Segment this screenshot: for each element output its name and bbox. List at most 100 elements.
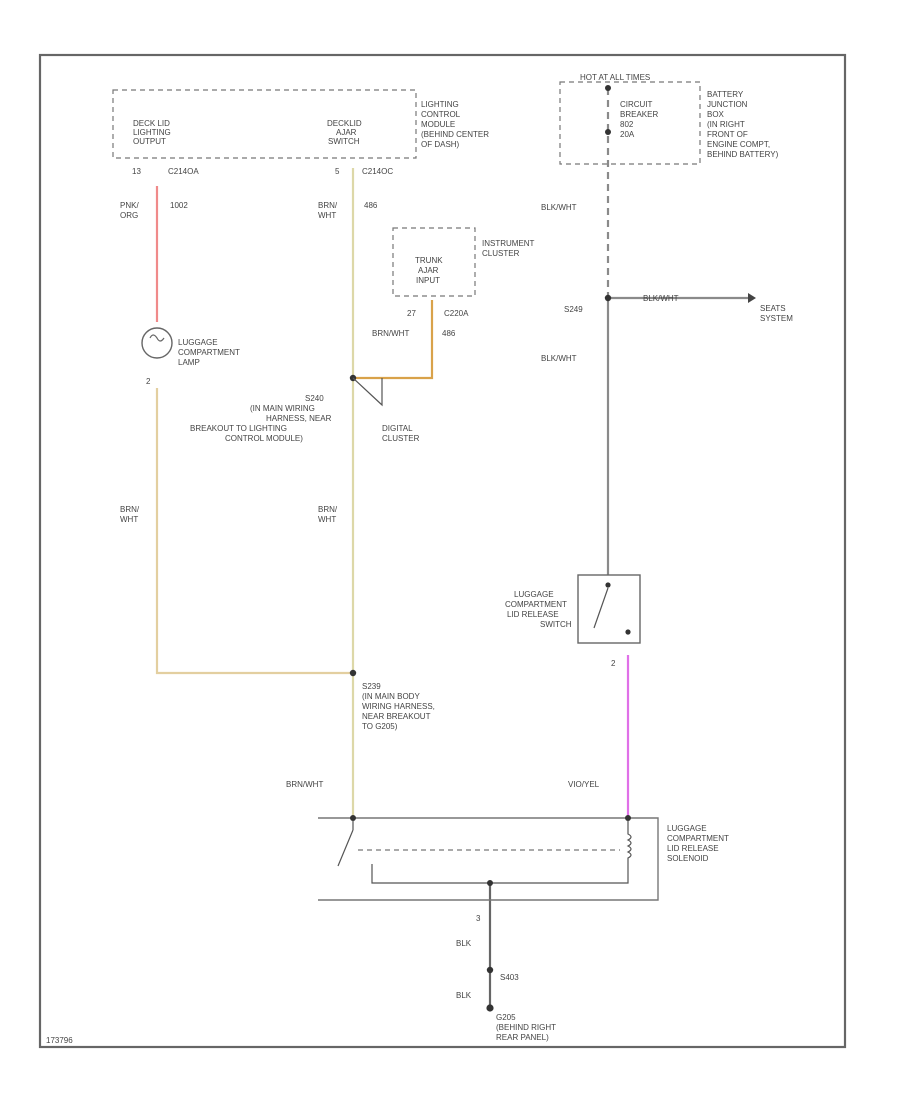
lcm-left-connector: C214OA <box>168 167 199 176</box>
solenoid-label-line-1: LUGGAGE <box>667 824 707 833</box>
blk-wht-seats-label: BLK/WHT <box>643 294 679 303</box>
splice-s249-dot <box>604 294 612 302</box>
brn-org-label: BRN/WHT <box>372 329 409 338</box>
splice-s403-label: S403 <box>500 973 519 982</box>
ic-connector: C220A <box>444 309 469 318</box>
splice-s403-dot <box>486 966 494 974</box>
lcm-label-line-2: CONTROL <box>421 110 461 119</box>
blk-wht-top-label: BLK/WHT <box>541 203 577 212</box>
switch-label-line-2: COMPARTMENT <box>505 600 567 609</box>
pink-org-line-1: PNK/ <box>120 201 139 210</box>
switch-label-line-4: SWITCH <box>540 620 572 629</box>
brn-wht-top-line-2: WHT <box>318 211 336 220</box>
brn-wht-center-line-1: BRN/ <box>318 505 338 514</box>
ic-inner-line-2: AJAR <box>418 266 439 275</box>
s240-line-4: BREAKOUT TO LIGHTING <box>190 424 287 433</box>
hot-at-all-times-label: HOT AT ALL TIMES <box>580 73 650 82</box>
pink-org-circuit: 1002 <box>170 201 188 210</box>
luggage-compartment-lamp: LUGGAGE COMPARTMENT LAMP 2 <box>141 327 240 386</box>
lcm-left-output-line-1: DECK LID <box>133 119 170 128</box>
pink-org-line-2: ORG <box>120 211 138 220</box>
solenoid-label-line-4: SOLENOID <box>667 854 709 863</box>
lighting-control-module: DECK LID LIGHTING OUTPUT DECKLID AJAR SW… <box>112 89 489 176</box>
blk-label-2: BLK <box>456 991 472 1000</box>
lid-release-switch: LUGGAGE COMPARTMENT LID RELEASE SWITCH 2 <box>505 574 641 668</box>
lamp-label-line-3: LAMP <box>178 358 200 367</box>
battery-jb-line-7: BEHIND BATTERY) <box>707 150 779 159</box>
ground-line-3: REAR PANEL) <box>496 1033 549 1042</box>
digital-cluster-line-1: DIGITAL <box>382 424 413 433</box>
switch-label-line-3: LID RELEASE <box>507 610 559 619</box>
breaker-terminal-bottom <box>605 129 611 135</box>
lcm-right-output-line-1: DECKLID <box>327 119 362 128</box>
ic-inner-line-3: INPUT <box>416 276 440 285</box>
instrument-cluster-box <box>392 227 476 297</box>
solenoid-switch-blade-icon <box>337 821 354 867</box>
battery-jb-line-3: BOX <box>707 110 725 119</box>
ground-line-2: (BEHIND RIGHT <box>496 1023 556 1032</box>
splice-s249-label: S249 <box>564 305 583 314</box>
lcm-label-line-4: (BEHIND CENTER <box>421 130 489 139</box>
lamp-filament-icon <box>149 334 165 342</box>
s240-line-5: CONTROL MODULE) <box>225 434 303 443</box>
solenoid-enclosure <box>318 817 659 901</box>
s240-line-1: S240 <box>305 394 324 403</box>
ic-label-line-1: INSTRUMENT <box>482 239 535 248</box>
lamp-label-line-1: LUGGAGE <box>178 338 218 347</box>
brn-wht-top-circuit: 486 <box>364 201 378 210</box>
s239-line-3: WIRING HARNESS, <box>362 702 435 711</box>
ground-g205-dot <box>486 1004 494 1012</box>
lamp-bulb-icon <box>141 327 173 359</box>
violet-yel-label: VIO/YEL <box>568 780 600 789</box>
lcm-right-connector: C214OC <box>362 167 393 176</box>
digital-cluster-lead <box>352 377 383 407</box>
lcm-label-line-3: MODULE <box>421 120 455 129</box>
brn-org-circuit: 486 <box>442 329 456 338</box>
switch-contact-bottom <box>625 629 631 635</box>
lcm-right-output-line-2: AJAR <box>336 128 357 137</box>
brn-wht-top-line-1: BRN/ <box>318 201 338 210</box>
brn-wht-left-line-2: WHT <box>120 515 138 524</box>
battery-junction-box: HOT AT ALL TIMES CIRCUIT BREAKER 802 20A… <box>559 73 779 165</box>
solenoid-label-line-2: COMPARTMENT <box>667 834 729 843</box>
breaker-line-1: CIRCUIT <box>620 100 653 109</box>
lcm-right-pin: 5 <box>335 167 340 176</box>
blk-label-1: BLK <box>456 939 472 948</box>
solenoid-label-line-3: LID RELEASE <box>667 844 719 853</box>
breaker-line-4: 20A <box>620 130 635 139</box>
solenoid-pin: 3 <box>476 914 481 923</box>
battery-jb-line-1: BATTERY <box>707 90 744 99</box>
seats-system-line-2: SYSTEM <box>760 314 793 323</box>
solenoid-coil-icon <box>371 821 632 884</box>
lcm-label-line-1: LIGHTING <box>421 100 459 109</box>
s239-line-1: S239 <box>362 682 381 691</box>
seats-arrow-icon <box>748 293 756 303</box>
splice-s239-dot <box>349 669 357 677</box>
lighting-control-module-box <box>112 89 417 159</box>
figure-code: 173796 <box>46 1036 73 1045</box>
lcm-left-output-line-3: OUTPUT <box>133 137 166 146</box>
brn-wht-bottom-label: BRN/WHT <box>286 780 323 789</box>
lcm-left-pin: 13 <box>132 167 141 176</box>
switch-contact-top <box>605 582 611 588</box>
battery-jb-line-4: (IN RIGHT <box>707 120 745 129</box>
instrument-cluster: TRUNK AJAR INPUT INSTRUMENT CLUSTER 27 C… <box>392 227 535 318</box>
solenoid-ground-terminal <box>487 880 493 886</box>
seats-system-line-1: SEATS <box>760 304 786 313</box>
lamp-pin: 2 <box>146 377 151 386</box>
solenoid-terminal-right <box>625 815 631 821</box>
switch-pin: 2 <box>611 659 616 668</box>
battery-jb-line-5: FRONT OF <box>707 130 748 139</box>
brn-wht-center-line-2: WHT <box>318 515 336 524</box>
switch-label-line-1: LUGGAGE <box>514 590 554 599</box>
ic-inner-line-1: TRUNK <box>415 256 443 265</box>
battery-junction-box-outline <box>559 81 701 165</box>
brn-wht-left-line-1: BRN/ <box>120 505 140 514</box>
battery-jb-line-2: JUNCTION <box>707 100 748 109</box>
s239-line-4: NEAR BREAKOUT <box>362 712 431 721</box>
s239-line-5: TO G205) <box>362 722 398 731</box>
wire-lamp-to-s239 <box>155 388 353 675</box>
digital-cluster-line-2: CLUSTER <box>382 434 420 443</box>
diagram-frame <box>38 53 847 1049</box>
